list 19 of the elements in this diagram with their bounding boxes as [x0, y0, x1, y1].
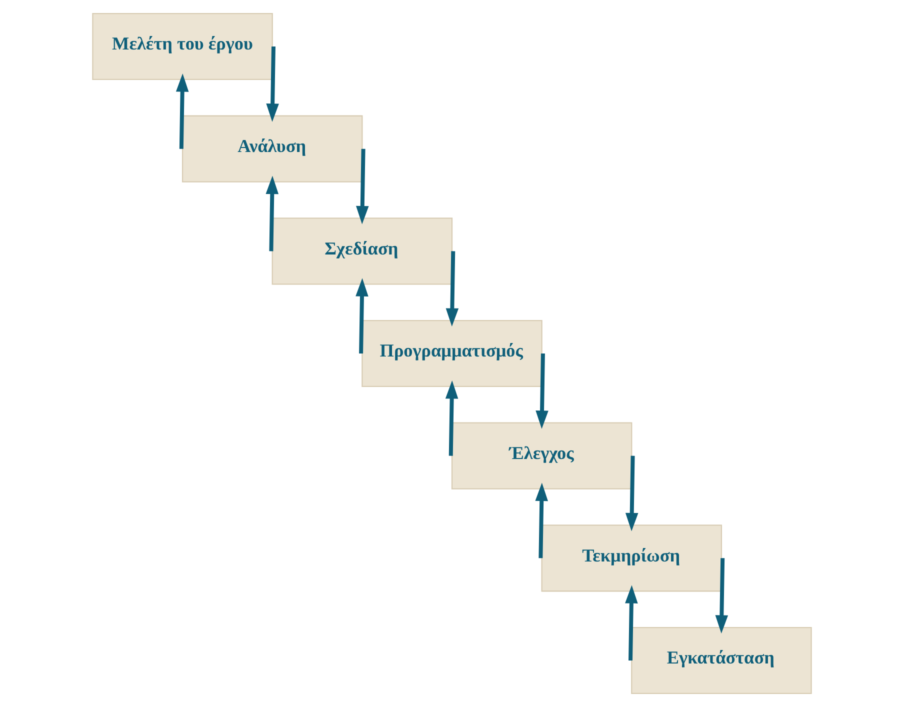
arrow — [446, 250, 459, 326]
node-box: Έλεγχος — [451, 422, 632, 489]
arrow — [536, 352, 548, 428]
node-box: Προγραμματισμός — [362, 319, 542, 387]
arrow — [625, 584, 638, 660]
node-box: Σχεδίαση — [272, 217, 453, 284]
arrow — [715, 558, 728, 634]
arrow — [356, 278, 368, 354]
arrow — [535, 482, 548, 558]
node-box: Τεκμηρίωση — [541, 524, 722, 592]
arrow — [356, 148, 369, 224]
arrow — [266, 175, 279, 251]
arrow — [266, 46, 279, 122]
arrow — [625, 455, 638, 531]
arrow — [176, 72, 189, 148]
node-box: Ανάλυση — [182, 114, 363, 182]
arrow — [445, 380, 458, 456]
node-box: Εγκατάσταση — [631, 626, 812, 694]
node-box: Μελέτη του έργου — [92, 12, 273, 80]
